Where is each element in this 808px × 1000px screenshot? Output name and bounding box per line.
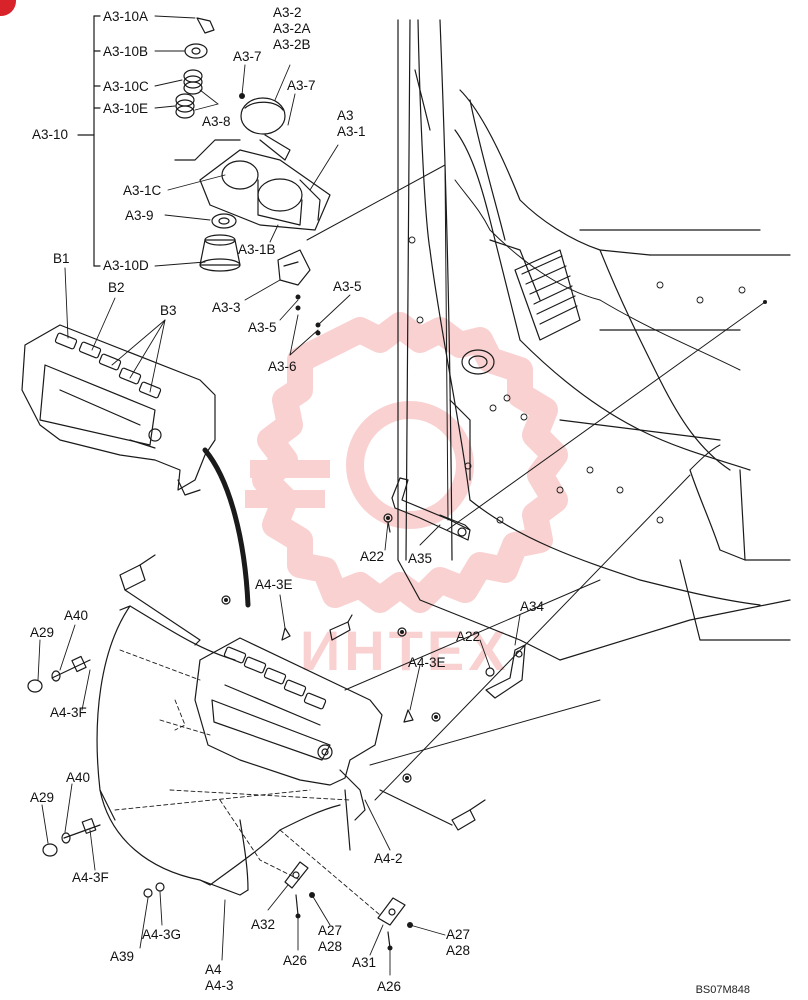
callout-a31: A31 [352,956,376,970]
clip-ring [212,214,236,228]
callout-a28-right: A28 [446,944,470,958]
callout-a3-10b: A3-10B [103,45,148,59]
callout-a32: A32 [251,918,275,932]
callout-a28-left: A28 [318,940,342,954]
upper-console [22,325,215,495]
callout-a3-5-upper: A3-5 [333,280,362,294]
callout-b2: B2 [108,281,125,295]
callout-a3-1: A3-1 [337,125,366,139]
callout-a22-upper: A22 [360,550,384,564]
screw-a39 [144,883,164,897]
callout-a40-upper: A40 [64,609,88,623]
callout-a3: A3 [337,109,354,123]
callout-a29-lower: A29 [30,791,54,805]
fastener-dots [224,93,767,951]
callout-a3-10a: A3-10A [103,10,148,24]
callout-a3-7-right: A3-7 [287,79,316,93]
base-bellows [200,235,240,271]
spring-e [176,94,194,118]
callout-a3-10: A3-10 [32,128,68,142]
callout-a4-3: A4-3 [205,979,234,993]
callout-a3-10c: A3-10C [103,80,149,94]
callout-a34: A34 [520,600,544,614]
callout-a4-2: A4-2 [374,852,403,866]
callout-a3-3: A3-3 [212,301,241,315]
callout-a40-lower: A40 [66,771,90,785]
callout-a22-lower: A22 [456,630,480,644]
callout-a27-left: A27 [318,924,342,938]
hinge-a32 [285,862,308,915]
callout-a26-left: A26 [283,954,307,968]
switch-buttons-upper [55,333,161,399]
callout-b1: B1 [53,252,70,266]
callout-a27-right: A27 [446,928,470,942]
callout-a4: A4 [205,963,222,977]
callout-a3-8: A3-8 [202,115,231,129]
detail-arrow [205,450,248,605]
knob-cap [197,18,214,33]
callout-a26-right: A26 [377,980,401,994]
callout-a3-1c: A3-1C [123,184,161,198]
callout-a3-10d: A3-10D [103,259,149,273]
callout-b3: B3 [160,304,177,318]
callout-a39: A39 [110,950,134,964]
spring-c [184,70,202,94]
cap-a29-upper [28,680,42,692]
wire-harness [455,180,740,470]
bolt-a40-upper [52,656,90,681]
switch-cover [278,250,310,285]
a3-10-bracket [78,16,100,266]
washer [185,44,207,58]
callout-a3-1b: A3-1B [238,243,276,257]
callout-a3-2a: A3-2A [273,22,311,36]
cap-a29-lower [43,844,57,856]
callout-a3-7-left: A3-7 [233,50,262,64]
callout-a3-6: A3-6 [268,360,297,374]
callout-a3-5-lower: A3-5 [248,321,277,335]
bolt-a40-lower [62,819,100,843]
air-vent [515,250,580,340]
callout-a4-3e-upper: A4-3E [255,578,293,592]
callout-a4-3f-lower: A4-3F [72,871,109,885]
callout-a4-3e-lower: A4-3E [408,656,446,670]
callout-a4-3f-upper: A4-3F [50,706,87,720]
clip-set-lower [380,790,485,830]
lever-knob [241,98,290,160]
callout-a29-upper: A29 [30,626,54,640]
callout-a4-3g: A4-3G [142,928,181,942]
callout-a3-2b: A3-2B [273,38,311,52]
callout-a3-10e: A3-10E [103,102,148,116]
callout-a3-9: A3-9 [125,209,154,223]
callout-a3-2: A3-2 [273,6,302,20]
drawing-reference: BS07M848 [696,984,750,996]
callout-a35: A35 [408,552,432,566]
hinge-a31 [378,898,405,948]
